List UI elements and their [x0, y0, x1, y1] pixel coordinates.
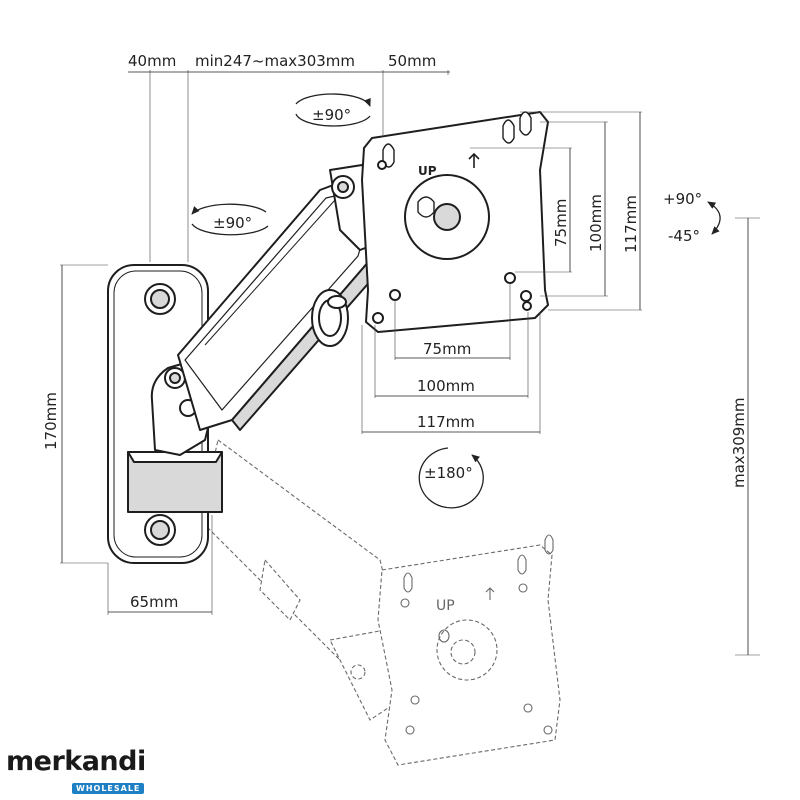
dim-vesa-horiz-100: 100mm [417, 377, 475, 395]
rot-plate-swivel: ±90° [312, 106, 351, 124]
dim-wall-plate-height: 170mm [42, 392, 60, 450]
plate-up-label: UP [418, 164, 437, 178]
rot-arm-swivel: ±90° [213, 214, 252, 232]
max-height-dimension-lines [735, 217, 760, 656]
wall-plate-dimension-lines [60, 264, 213, 615]
wall-bracket [127, 451, 223, 513]
vesa-plate [361, 111, 549, 333]
tilt-rotation-arrow [707, 201, 721, 235]
rot-plate-rotation: ±180° [424, 464, 473, 482]
dim-wall-plate-width: 65mm [130, 593, 178, 611]
top-dimension-lines [128, 70, 450, 262]
ghost-arm-lowered [199, 439, 401, 721]
logo-tagline: WHOLESALE [72, 783, 145, 794]
vesa-horizontal-dimension-lines [361, 283, 541, 434]
dim-max-height: max309mm [730, 397, 748, 488]
rot-tilt-up: +90° [663, 190, 702, 208]
vesa-vertical-dimension-lines [470, 111, 642, 311]
dim-arm-reach: min247~max303mm [195, 52, 355, 70]
plate-swivel-rotation-arrow [295, 93, 371, 127]
dim-vesa-vert-117: 117mm [622, 195, 640, 253]
dim-vesa-vert-75: 75mm [552, 199, 570, 247]
arm-swivel-rotation-arrow [191, 203, 269, 236]
ghost-up-label: UP [436, 598, 455, 614]
dim-wall-offset: 40mm [128, 52, 176, 70]
plate-rotation-arrow [418, 447, 484, 509]
dim-vesa-vert-100: 100mm [587, 194, 605, 252]
logo-brand: merkandi [6, 746, 146, 777]
cable-clip [311, 289, 349, 347]
merkandi-logo: merkandi WHOLESALE [6, 748, 146, 795]
dim-plate-offset: 50mm [388, 52, 436, 70]
rot-tilt-down: -45° [668, 227, 700, 245]
dim-vesa-horiz-75: 75mm [423, 340, 471, 358]
dim-vesa-horiz-117: 117mm [417, 413, 475, 431]
ghost-plate-lowered [377, 534, 561, 766]
